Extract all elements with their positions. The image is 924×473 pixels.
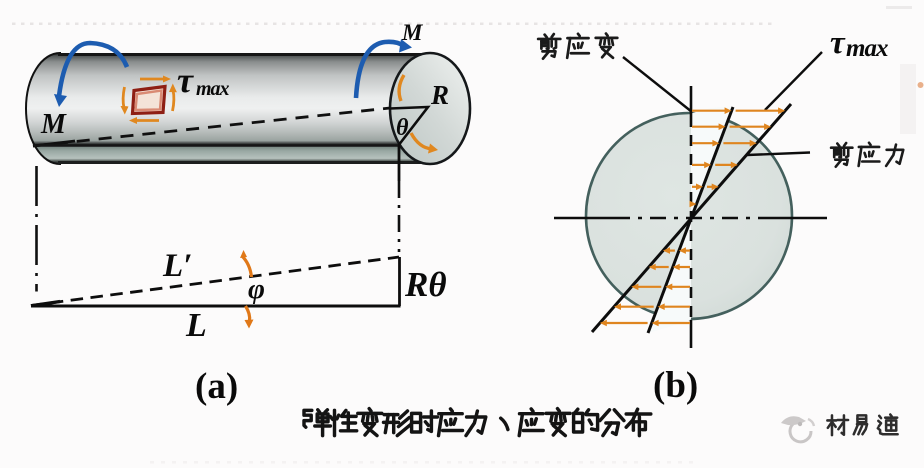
svg-text:(b): (b) — [653, 365, 698, 406]
svg-text:Rθ: Rθ — [404, 265, 447, 304]
svg-text:φ: φ — [248, 273, 265, 305]
svg-text:L: L — [185, 307, 207, 344]
svg-text:M: M — [401, 20, 424, 45]
svg-text:L′: L′ — [162, 248, 192, 284]
svg-text:max: max — [196, 78, 230, 100]
svg-text:R: R — [430, 80, 449, 110]
svg-text:θ: θ — [396, 115, 409, 141]
svg-text:τ: τ — [830, 25, 846, 61]
svg-text:(a): (a) — [195, 366, 238, 407]
svg-text:max: max — [846, 35, 888, 62]
svg-text:M: M — [40, 109, 67, 140]
svg-text:τ: τ — [177, 60, 194, 100]
